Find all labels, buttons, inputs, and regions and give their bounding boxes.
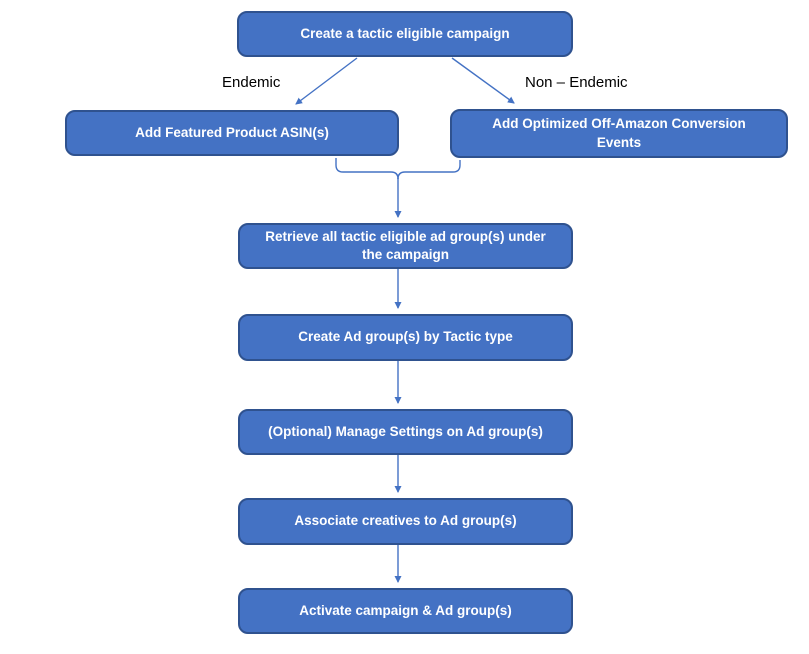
branch-label-endemic: Endemic	[222, 74, 281, 91]
node-manage-settings: (Optional) Manage Settings on Ad group(s…	[238, 409, 573, 455]
arrow-campaign-to-asins	[295, 57, 358, 105]
connector-merge-right	[397, 160, 461, 180]
connector-merge-left	[335, 158, 399, 180]
node-add-off-amazon-conversion-events: Add Optimized Off-Amazon Conversion Even…	[450, 109, 788, 158]
node-activate-campaign: Activate campaign & Ad group(s)	[238, 588, 573, 634]
arrow-campaign-to-events	[451, 57, 515, 104]
node-associate-creatives: Associate creatives to Ad group(s)	[238, 498, 573, 545]
node-create-ad-groups: Create Ad group(s) by Tactic type	[238, 314, 573, 361]
branch-label-non-endemic: Non – Endemic	[525, 74, 628, 91]
node-add-featured-product-asins: Add Featured Product ASIN(s)	[65, 110, 399, 156]
node-create-campaign: Create a tactic eligible campaign	[237, 11, 573, 57]
node-retrieve-ad-groups: Retrieve all tactic eligible ad group(s)…	[238, 223, 573, 269]
